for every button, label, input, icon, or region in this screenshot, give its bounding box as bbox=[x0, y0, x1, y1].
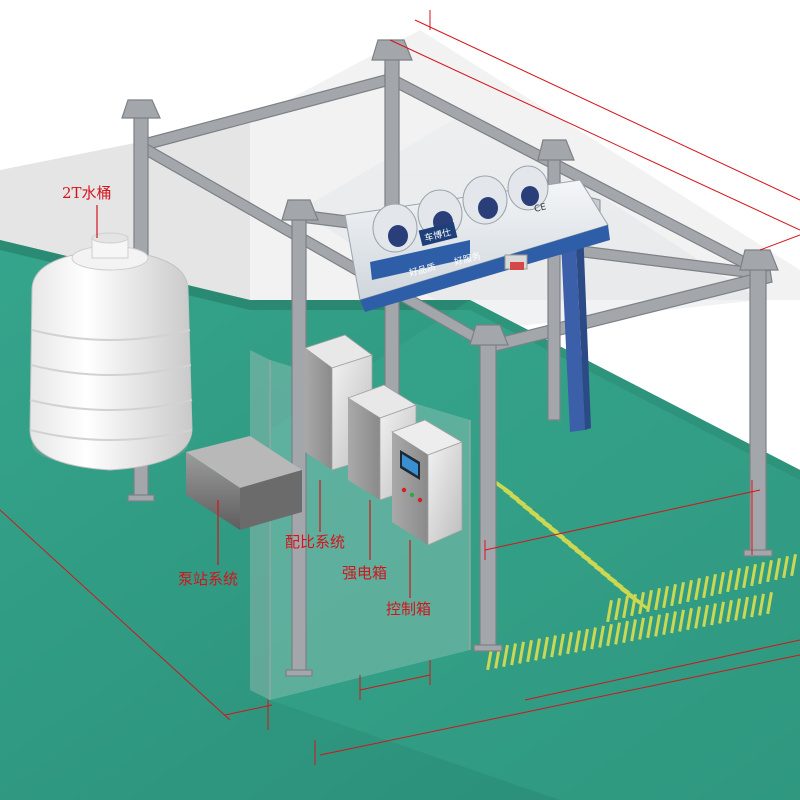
floor-stripe bbox=[582, 628, 589, 651]
floor-stripe bbox=[782, 556, 789, 579]
floor-stripe bbox=[646, 616, 653, 639]
floor-stripe bbox=[558, 633, 565, 656]
label-mixing-system: 配比系统 bbox=[285, 533, 345, 551]
floor-stripe bbox=[670, 584, 677, 607]
wash-machine: 车博仕 好品质 好服务 CE bbox=[344, 165, 610, 432]
floor-stripe bbox=[742, 596, 749, 619]
floor-stripe bbox=[626, 593, 650, 611]
floor-stripe bbox=[630, 594, 637, 617]
floor-stripe bbox=[646, 589, 653, 613]
floor-stripe bbox=[710, 603, 717, 626]
floor-stripe bbox=[550, 635, 557, 658]
floor-stripe bbox=[726, 600, 733, 623]
floor-stripe bbox=[686, 579, 693, 603]
floor-stripe bbox=[774, 558, 781, 581]
floor-stripe bbox=[742, 566, 749, 589]
floor-stripe bbox=[598, 625, 605, 648]
callout-leaders bbox=[96, 205, 411, 598]
floor-stripe bbox=[654, 614, 661, 637]
floor-stripe bbox=[590, 627, 597, 650]
floor-stripe bbox=[718, 572, 725, 595]
floor-stripe bbox=[766, 592, 773, 615]
floor-stripe bbox=[486, 648, 493, 671]
floor-stripe bbox=[510, 643, 517, 666]
floor-stripe bbox=[758, 562, 765, 585]
floor-stripe bbox=[566, 632, 573, 655]
label-control-cabinet: 控制箱 bbox=[386, 600, 431, 618]
floor-stripe bbox=[710, 574, 717, 597]
floor-stripe bbox=[494, 646, 501, 669]
floor-stripe bbox=[750, 595, 757, 618]
floor-stripe bbox=[726, 570, 733, 593]
label-pump-station: 泵站系统 bbox=[178, 570, 238, 588]
floor-stripe bbox=[678, 582, 685, 605]
floor-stripe bbox=[758, 593, 765, 616]
floor-stripe bbox=[718, 601, 725, 624]
cert-mark: CE bbox=[533, 202, 547, 215]
floor-stripe bbox=[790, 554, 797, 577]
floor-stripe bbox=[614, 598, 621, 621]
control-cabinet bbox=[391, 419, 463, 546]
floor-stripe bbox=[630, 619, 637, 642]
floor-stripe bbox=[534, 638, 541, 661]
floor-stripe bbox=[694, 606, 701, 629]
floor-stripe bbox=[662, 612, 669, 635]
floor-stripe bbox=[702, 604, 709, 627]
floor-stripe bbox=[526, 640, 533, 663]
floor-stripe bbox=[542, 636, 549, 659]
dimension-lines bbox=[0, 10, 800, 765]
floor-stripe bbox=[734, 598, 741, 621]
floor-stripe bbox=[502, 644, 509, 667]
floor-stripe bbox=[622, 596, 629, 619]
floor-stripe bbox=[734, 568, 741, 591]
floor-stripe bbox=[686, 608, 693, 631]
label-water-tank: 2T水桶 bbox=[62, 184, 112, 202]
floor-stripe bbox=[678, 609, 685, 632]
pump-station bbox=[186, 436, 302, 530]
floor-stripe bbox=[662, 586, 669, 609]
floor-stripe bbox=[766, 560, 773, 583]
floor-stripe bbox=[574, 630, 581, 653]
floor-stripe bbox=[638, 617, 645, 640]
floor-stripe bbox=[654, 588, 661, 611]
floor-stripe bbox=[702, 576, 709, 599]
floor-stripe bbox=[750, 564, 757, 587]
floor-stripe bbox=[614, 622, 621, 645]
floor-stripe bbox=[694, 578, 701, 601]
floor-stripe bbox=[518, 641, 525, 664]
water-tank bbox=[29, 232, 193, 471]
floor-stripe bbox=[638, 592, 645, 615]
floor-stripe bbox=[622, 620, 629, 643]
label-power-cabinet: 强电箱 bbox=[342, 564, 387, 582]
floor-stripe bbox=[606, 624, 613, 647]
floor-stripe bbox=[606, 600, 613, 623]
floor-stripe bbox=[670, 611, 677, 634]
